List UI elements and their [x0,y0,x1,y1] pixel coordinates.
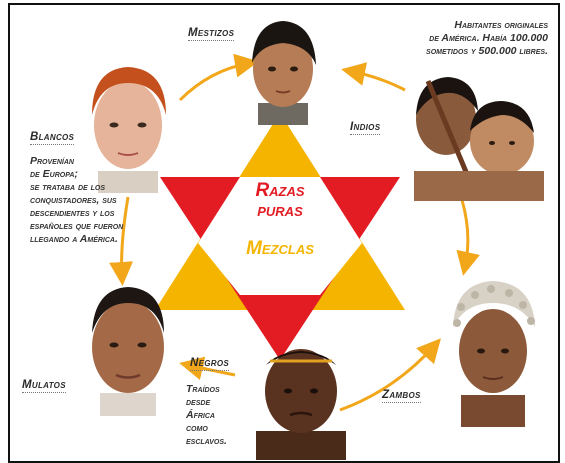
note-indios: Habitantes originales de América. Había … [386,19,548,58]
diagram-frame: Razas puras Mezclas [8,3,560,463]
label-zambos: Zambos [382,389,421,403]
center-text-block: Razas puras Mezclas [210,181,350,259]
note-negros: Traídos desde África como esclavos. [186,383,227,448]
star-center-hexagon [198,177,362,295]
star-diagram [155,113,405,360]
zambos-portrait [453,281,535,427]
center-line-mezclas: Mezclas [246,238,314,259]
note-blancos-line: se trataba de los [30,181,105,193]
note-negros-line: esclavos. [186,435,227,447]
arrow-indios-to-zambos [456,199,480,276]
note-blancos: Provenían de Europa; se trataba de los c… [30,155,123,246]
note-blancos-line: llegando a América. [30,233,118,245]
label-mulatos: Mulatos [22,379,66,393]
note-indios-line: Habitantes originales [454,19,548,31]
note-indios-line: de América. Había 100.000 [429,32,548,44]
note-blancos-line: de Europa; [30,168,78,180]
arrow-indios-to-mestizos [341,62,406,92]
negros-portrait [256,349,346,460]
label-mestizos: Mestizos [188,27,235,41]
note-indios-line: sometidos y 500.000 libres. [426,45,548,57]
label-blancos: Blancos [30,131,75,145]
note-negros-line: como [186,422,208,434]
mestizos-portrait [252,21,316,125]
note-negros-line: desde [186,396,211,408]
arrow-blancos-to-mestizos [178,53,259,102]
arrow-blancos-to-mulatos [109,196,134,286]
arrow-negros-to-zambos [339,338,441,412]
label-indios: Indios [350,121,381,135]
note-negros-line: África [186,409,215,421]
note-blancos-line: descendientes y los [30,207,115,219]
label-negros: Negros [190,357,229,371]
blancos-portrait [92,67,166,193]
indios-portrait [414,77,544,201]
center-line-puras: puras [257,200,303,221]
center-line-razas: Razas [255,180,305,201]
note-negros-line: Traídos [186,383,220,395]
mulatos-portrait [92,287,164,416]
note-blancos-line: Provenían [30,155,74,167]
note-blancos-line: españoles que fueron [30,220,124,232]
note-blancos-line: conquistadores, sus [30,194,117,206]
